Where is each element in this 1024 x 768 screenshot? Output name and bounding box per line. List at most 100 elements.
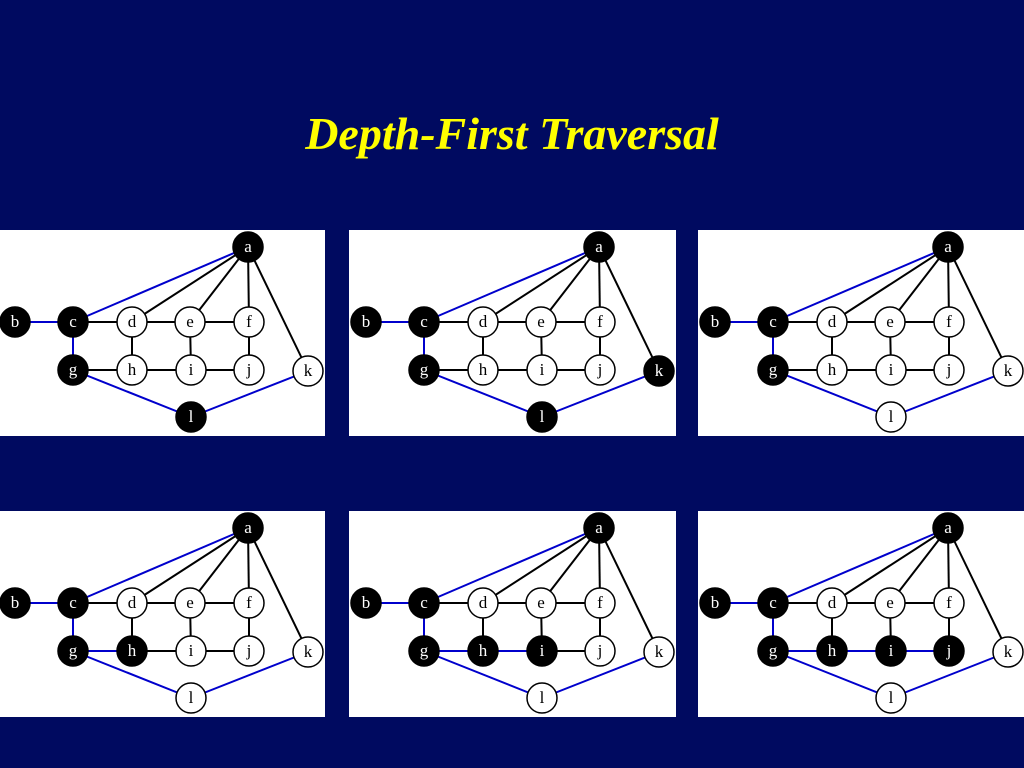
node-circle xyxy=(233,635,265,667)
graph-node-c: c xyxy=(57,587,89,619)
graph-node-h: h xyxy=(116,635,148,667)
graph-node-k: k xyxy=(643,636,675,668)
graph-node-d: d xyxy=(467,306,499,338)
node-circle xyxy=(699,306,731,338)
graph-node-l: l xyxy=(175,401,207,433)
node-label: f xyxy=(597,593,603,612)
node-label: l xyxy=(540,688,545,707)
graph-edge-a-d xyxy=(131,246,249,323)
graph-node-l: l xyxy=(526,682,558,714)
node-circle xyxy=(757,635,789,667)
node-label: a xyxy=(244,518,252,537)
node-circle xyxy=(875,354,907,386)
node-circle xyxy=(174,587,206,619)
node-circle xyxy=(526,635,558,667)
graph-edge-a-d xyxy=(482,246,600,323)
graph-edge-a-k xyxy=(598,527,660,653)
graph-node-l: l xyxy=(526,401,558,433)
node-circle xyxy=(525,306,557,338)
node-circle xyxy=(932,512,964,544)
node-circle xyxy=(57,635,89,667)
graph-node-g: g xyxy=(408,635,440,667)
node-circle xyxy=(933,587,965,619)
node-label: f xyxy=(246,312,252,331)
graph-node-i: i xyxy=(175,635,207,667)
node-label: e xyxy=(537,312,545,331)
node-circle xyxy=(816,587,848,619)
node-circle xyxy=(467,306,499,338)
graph-node-a: a xyxy=(583,512,615,544)
graph-node-i: i xyxy=(175,354,207,386)
graph-node-a: a xyxy=(232,512,264,544)
node-label: k xyxy=(304,361,313,380)
node-circle xyxy=(525,587,557,619)
graph-node-c: c xyxy=(408,306,440,338)
graph-node-k: k xyxy=(292,355,324,387)
graph-node-j: j xyxy=(933,354,965,386)
tree-edge-a-c xyxy=(423,527,600,604)
tree-edge-g-l xyxy=(423,369,543,418)
node-label: j xyxy=(597,360,603,379)
node-label: f xyxy=(946,593,952,612)
node-circle xyxy=(116,306,148,338)
node-circle xyxy=(584,587,616,619)
node-circle xyxy=(816,635,848,667)
node-label: c xyxy=(769,593,777,612)
node-label: k xyxy=(655,361,664,380)
node-circle xyxy=(757,306,789,338)
node-label: d xyxy=(828,312,837,331)
tree-edge-g-l xyxy=(772,369,892,418)
node-label: j xyxy=(246,360,252,379)
node-circle xyxy=(992,355,1024,387)
node-label: k xyxy=(1004,642,1013,661)
node-label: j xyxy=(946,360,952,379)
node-label: k xyxy=(304,642,313,661)
graph-node-j: j xyxy=(233,354,265,386)
graph-node-h: h xyxy=(467,635,499,667)
node-label: g xyxy=(69,360,78,379)
node-label: j xyxy=(946,641,952,660)
graph-edge-a-e xyxy=(540,246,600,323)
node-label: c xyxy=(420,593,428,612)
graph-node-k: k xyxy=(643,355,675,387)
graph-node-b: b xyxy=(0,587,31,619)
graph-node-j: j xyxy=(584,635,616,667)
node-label: b xyxy=(362,312,371,331)
node-label: h xyxy=(828,360,837,379)
node-label: g xyxy=(769,360,778,379)
graph-node-b: b xyxy=(0,306,31,338)
node-label: l xyxy=(889,688,894,707)
node-circle xyxy=(350,587,382,619)
node-circle xyxy=(292,355,324,387)
graph-edge-a-e xyxy=(540,527,600,604)
node-circle xyxy=(933,306,965,338)
graph-node-h: h xyxy=(116,354,148,386)
graph-node-g: g xyxy=(757,354,789,386)
graph-edge-a-e xyxy=(889,246,949,323)
graph-node-e: e xyxy=(174,587,206,619)
tree-edge-a-c xyxy=(72,246,249,323)
tree-edge-l-k xyxy=(890,651,1009,699)
node-label: f xyxy=(246,593,252,612)
graph-node-c: c xyxy=(757,306,789,338)
node-circle xyxy=(57,587,89,619)
tree-edge-l-k xyxy=(190,370,309,418)
graph-node-f: f xyxy=(233,306,265,338)
graph-node-k: k xyxy=(992,636,1024,668)
node-circle xyxy=(408,354,440,386)
graph-node-a: a xyxy=(932,231,964,263)
graph-node-e: e xyxy=(525,587,557,619)
tree-edge-a-c xyxy=(423,246,600,323)
node-circle xyxy=(933,354,965,386)
node-circle xyxy=(233,354,265,386)
graph-node-f: f xyxy=(584,306,616,338)
tree-edge-a-c xyxy=(772,246,949,323)
graph-node-l: l xyxy=(175,682,207,714)
node-circle xyxy=(526,401,558,433)
graph-node-j: j xyxy=(233,635,265,667)
node-label: i xyxy=(189,360,194,379)
